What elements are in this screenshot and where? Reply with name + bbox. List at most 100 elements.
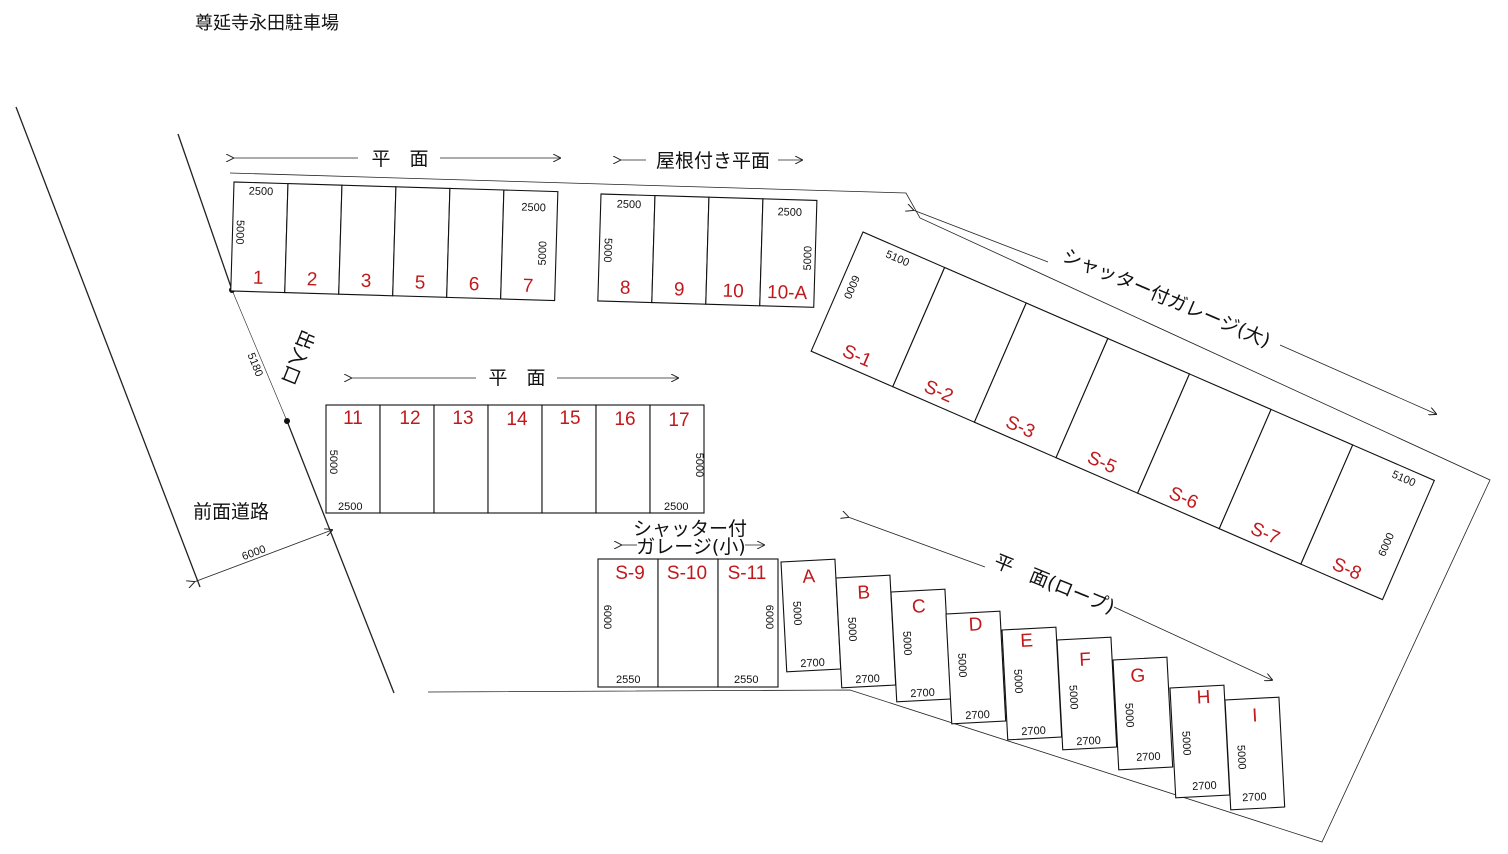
shutter-small-label-2: ガレージ(小) — [636, 536, 745, 558]
section-flat-mid: 平 面 — [351, 367, 678, 389]
space-number: F — [1079, 649, 1092, 671]
dim-width: 2700 — [1242, 791, 1267, 804]
dim-width: 2700 — [965, 709, 990, 722]
space-number: 7 — [522, 276, 533, 297]
space-h: H 5000 2700 — [1169, 684, 1231, 799]
flat-rope-label: 平 面(ロープ) — [991, 550, 1118, 618]
dim-width: 2500 — [521, 202, 546, 215]
dim-width: 2700 — [1136, 751, 1161, 764]
space-number: 15 — [559, 408, 580, 429]
dim-width: 2500 — [777, 206, 802, 219]
space-number: I — [1252, 705, 1258, 726]
section-roofed-flat: 屋根付き平面 — [620, 150, 802, 172]
space-number: C — [911, 596, 926, 618]
space-number: 9 — [674, 279, 685, 300]
row-roofed-8-10A: 8 9 10 10-A 2500 2500 5000 5000 — [597, 193, 818, 308]
roofed-flat-label: 屋根付き平面 — [656, 150, 770, 172]
space-e: E 5000 2700 — [1001, 626, 1063, 741]
dim-depth: 5000 — [1066, 685, 1079, 710]
dim-width: 2500 — [249, 185, 274, 198]
entrance-label: 出入口 — [277, 327, 319, 388]
dim-depth: 5000 — [233, 220, 246, 245]
road-edge-inner-lower — [286, 420, 395, 694]
section-shutter-small: シャッター付 ガレージ(小) — [621, 518, 764, 558]
dim-depth: 5000 — [601, 238, 614, 263]
shutter-large-arrow-left — [913, 210, 1049, 263]
shutter-large-arrow-right — [1279, 344, 1436, 414]
lot-boundary — [229, 172, 1491, 843]
dim-depth: 5000 — [1011, 669, 1024, 694]
space-a: A 5000 2700 — [780, 558, 842, 673]
dim-depth: 5000 — [1234, 745, 1247, 770]
space-c: C 5000 2700 — [890, 588, 952, 703]
space-number: 1 — [253, 268, 264, 289]
space-number: B — [857, 582, 871, 604]
row-shutter-small: S-9 S-10 S-11 2550 2550 6000 6000 — [597, 558, 779, 688]
space-b: B 5000 2700 — [835, 574, 897, 689]
front-road-label: 前面道路 — [193, 501, 269, 523]
flat-mid-label: 平 面 — [488, 367, 545, 389]
space-number: 8 — [620, 278, 631, 299]
space-number: 12 — [399, 408, 420, 429]
dim-depth: 5000 — [790, 601, 803, 626]
dim-depth: 5000 — [327, 450, 339, 474]
dim-width: 2700 — [1192, 780, 1217, 793]
space-s-9 — [597, 558, 659, 688]
dim-depth: 5000 — [537, 241, 550, 266]
shutter-small-label-1: シャッター付 — [633, 518, 747, 540]
space-number: 11 — [343, 408, 363, 429]
space-number: 10-A — [767, 282, 808, 304]
dim-width: 2700 — [910, 687, 935, 700]
dim-width: 2700 — [855, 673, 880, 686]
space-number: G — [1130, 665, 1146, 687]
space-number: D — [968, 614, 983, 636]
space-number: 2 — [307, 269, 318, 290]
space-14 — [487, 404, 543, 514]
dim-width: 2700 — [800, 657, 825, 670]
space-number: S-11 — [728, 563, 767, 584]
row-flat-11-17: 11 12 13 14 15 16 17 2500 2500 5000 5000 — [325, 404, 705, 514]
row-shutter-large: S-1 S-2 S-3 S-5 S-6 S-7 S-8 5100 5100 60… — [810, 231, 1436, 601]
space-number: 13 — [452, 408, 473, 429]
dim-depth: 5000 — [693, 453, 705, 477]
row-flat-1-7: 1 2 3 5 6 7 2500 2500 5000 5000 — [230, 181, 559, 302]
space-s-11 — [717, 558, 779, 688]
space-number: E — [1020, 630, 1034, 652]
space-d: D 5000 2700 — [945, 610, 1007, 725]
entrance-line — [231, 289, 288, 422]
road-width-dimension — [194, 530, 332, 582]
dim-width: 2550 — [616, 674, 640, 686]
dim-width: 2700 — [1021, 725, 1046, 738]
space-number: H — [1196, 687, 1211, 709]
space-15 — [541, 404, 597, 514]
dim-width: 2500 — [617, 198, 642, 211]
row-rope-a-i: A 5000 2700 B 5000 2700 C 5000 2700 D 50… — [780, 558, 1286, 811]
space-16 — [595, 404, 651, 514]
space-number: 3 — [361, 271, 372, 292]
road-edge-inner-upper — [177, 133, 233, 291]
road-width-value: 6000 — [240, 543, 267, 563]
dim-depth: 6000 — [763, 605, 775, 629]
space-number: 6 — [468, 274, 479, 295]
rope-arrow-right — [1113, 606, 1272, 680]
space-f: F 5000 2700 — [1056, 636, 1118, 751]
entrance-width-value: 5180 — [245, 351, 265, 378]
road-edge-outer — [15, 106, 201, 588]
entrance-marker-bottom — [284, 418, 290, 424]
space-10-a — [759, 198, 818, 308]
dim-depth: 5000 — [802, 246, 815, 271]
space-i: I 5000 2700 — [1224, 696, 1286, 811]
section-flat-top: 平 面 — [233, 148, 560, 170]
dim-depth: 5000 — [955, 653, 968, 678]
dim-depth: 5000 — [1122, 703, 1135, 728]
dim-width: 2550 — [734, 674, 758, 686]
space-number: A — [802, 566, 816, 588]
space-11 — [325, 404, 381, 514]
space-13 — [433, 404, 489, 514]
dim-depth: 5000 — [1179, 731, 1192, 756]
space-g: G 5000 2700 — [1112, 656, 1174, 771]
space-number: 5 — [414, 272, 425, 293]
dim-width: 2700 — [1076, 735, 1101, 748]
dim-depth: 5000 — [845, 617, 858, 642]
